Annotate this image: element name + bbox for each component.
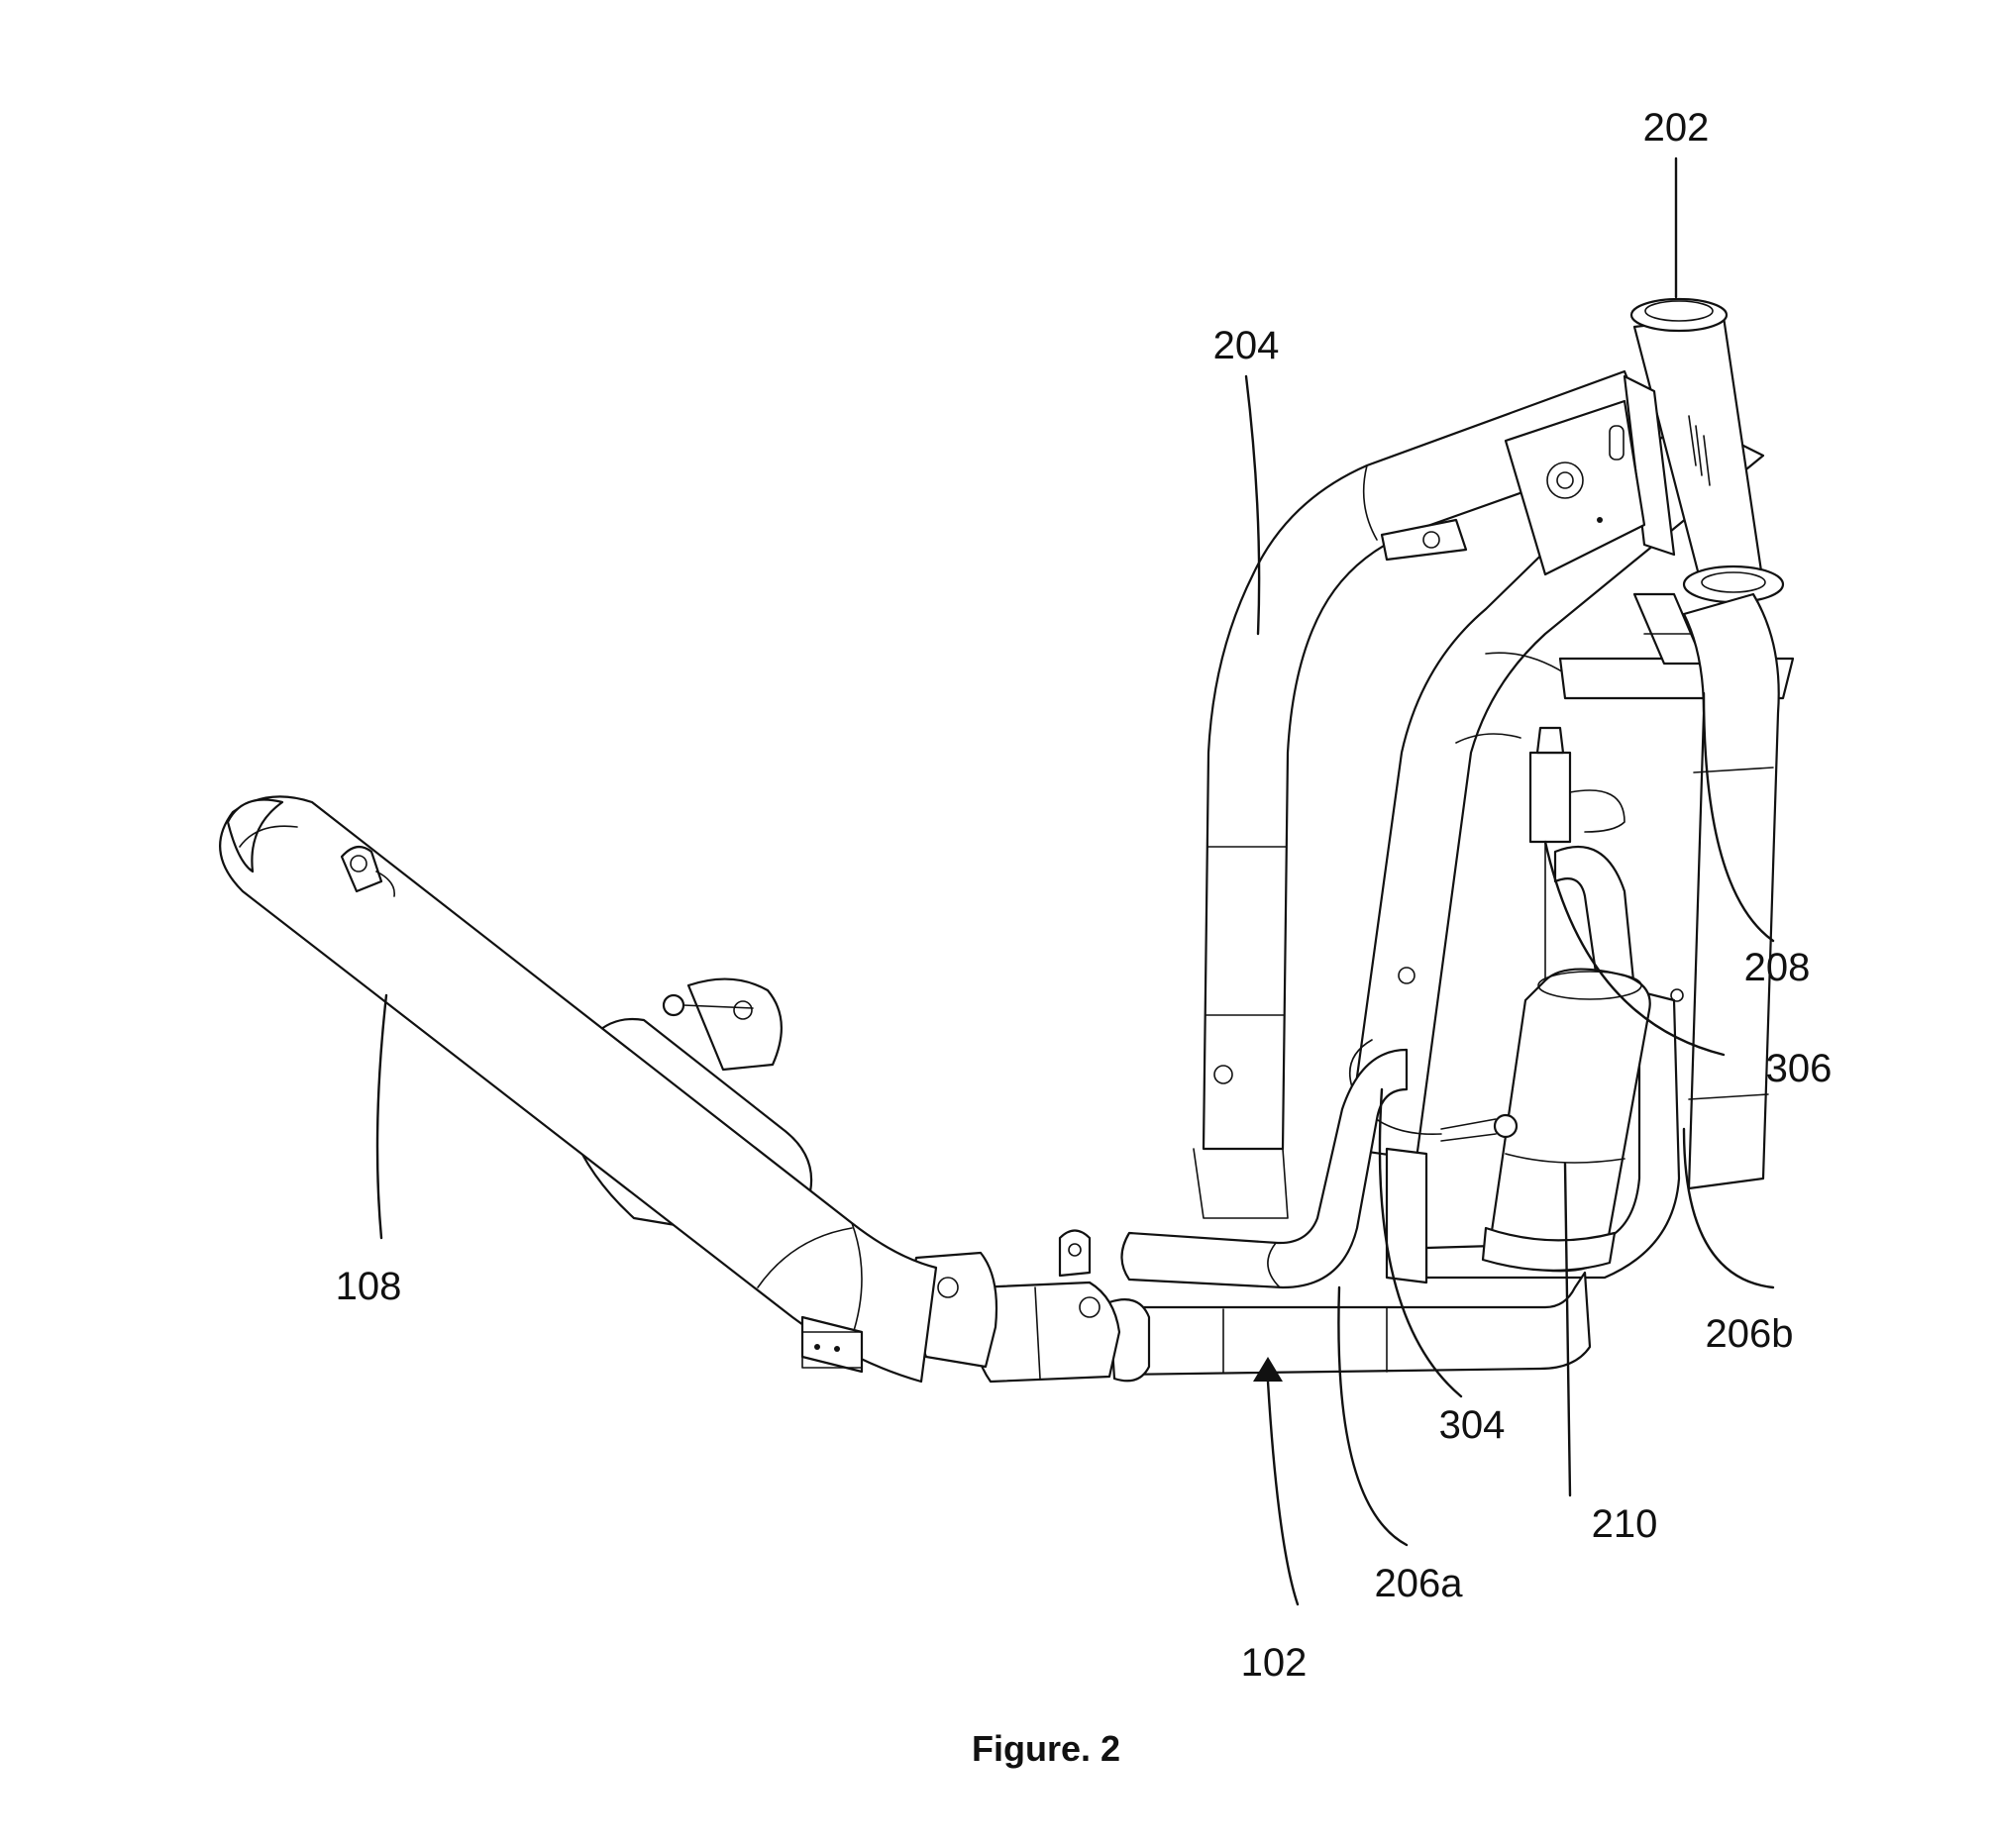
- label-108: 108: [336, 1265, 402, 1308]
- label-210: 210: [1592, 1502, 1658, 1546]
- label-306: 306: [1766, 1047, 1833, 1090]
- label-206b: 206b: [1706, 1312, 1794, 1356]
- leader-206b: [1682, 1127, 1775, 1289]
- label-208: 208: [1744, 946, 1811, 989]
- collector-pipe: [1107, 1271, 1592, 1383]
- leader-306: [1543, 840, 1726, 1057]
- head-gusset: [1380, 399, 1646, 576]
- leader-204: [1244, 374, 1261, 636]
- catalytic-converter: [1348, 968, 1651, 1273]
- leader-210: [1563, 1162, 1572, 1497]
- label-206a: 206a: [1375, 1562, 1464, 1605]
- oxygen-sensor: [1528, 726, 1625, 996]
- label-204: 204: [1213, 324, 1280, 367]
- leader-108: [375, 993, 388, 1240]
- label-202: 202: [1643, 106, 1710, 150]
- frame-down-tube: [1193, 369, 1656, 1219]
- label-102: 102: [1241, 1641, 1308, 1685]
- figure-caption: Figure. 2: [972, 1728, 1120, 1769]
- head-tube: [1623, 297, 1785, 604]
- leader-304: [1378, 1087, 1463, 1398]
- reference-labels: 202 204 208 306 206b 210 304 206a 102 10…: [336, 106, 1833, 1685]
- label-304: 304: [1439, 1403, 1506, 1447]
- arrowhead-102: [1253, 1357, 1283, 1382]
- header-pipe-206a: [1120, 1048, 1428, 1289]
- leader-206a: [1337, 1285, 1409, 1547]
- leader-lines: [375, 156, 1775, 1606]
- leader-102: [1266, 1380, 1300, 1606]
- muffler: [219, 795, 938, 1384]
- pipe-clamp: [911, 1229, 1121, 1384]
- leader-208: [1702, 691, 1775, 943]
- header-pipe-206b: [1424, 845, 1681, 1280]
- frame-right-rail: [1670, 592, 1780, 1190]
